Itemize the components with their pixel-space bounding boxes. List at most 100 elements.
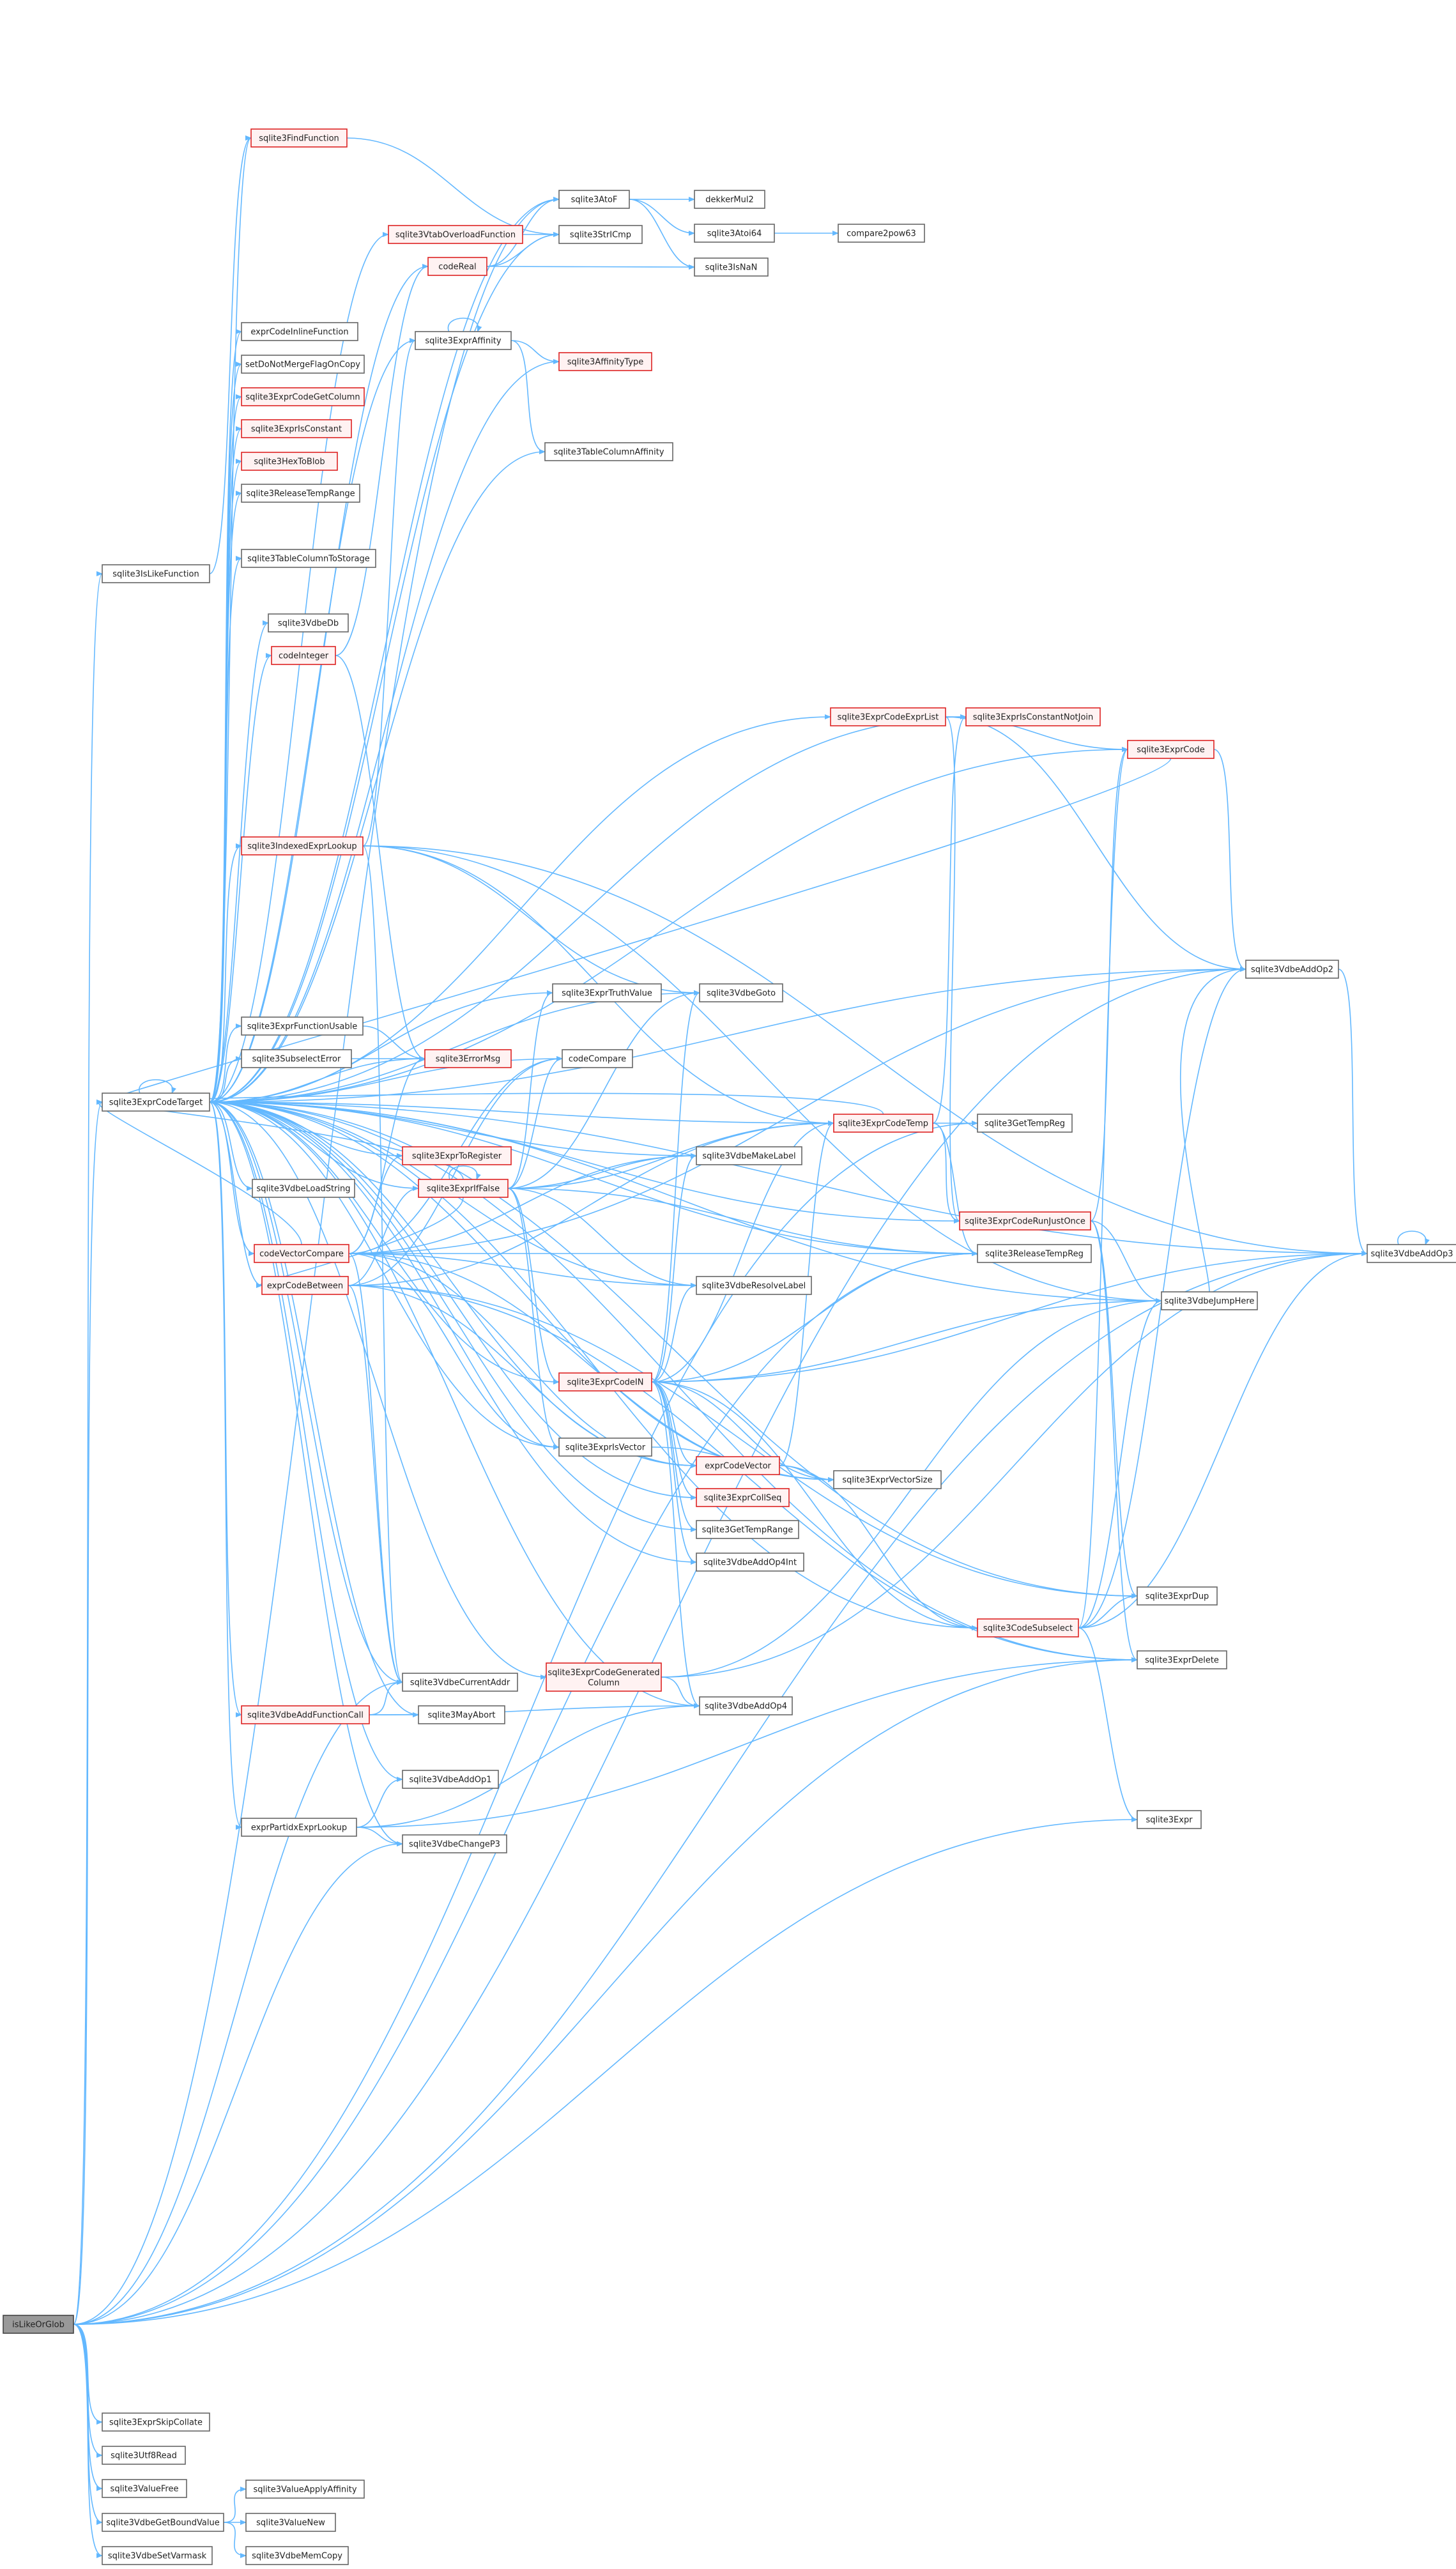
node-sqlite3ExprCollSeq[interactable]: sqlite3ExprCollSeq (696, 1488, 790, 1507)
node-exprCodeVector[interactable]: exprCodeVector (696, 1456, 780, 1475)
node-sqlite3FindFunction[interactable]: sqlite3FindFunction (250, 128, 348, 148)
node-compare2pow63[interactable]: compare2pow63 (838, 224, 925, 243)
node-label: sqlite3VdbeLoadString (257, 1185, 351, 1194)
edge-sqlite3ExprIfFalse-to-sqlite3ExprCodeIN (507, 1188, 560, 1384)
node-box (261, 1276, 349, 1295)
edge-sqlite3ExprCodeTarget-to-sqlite3CodeSubselect (209, 1101, 978, 1630)
node-sqlite3IndexedExprLookup[interactable]: sqlite3IndexedExprLookup (241, 836, 364, 855)
node-box (694, 224, 775, 243)
node-label: sqlite3AtoF (571, 196, 618, 205)
node-sqlite3IsLikeFunction[interactable]: sqlite3IsLikeFunction (102, 564, 210, 583)
node-sqlite3GetTempRange[interactable]: sqlite3GetTempRange (696, 1520, 799, 1539)
node-sqlite3VdbeAddOp4Int[interactable]: sqlite3VdbeAddOp4Int (696, 1553, 804, 1572)
node-sqlite3VdbeAddOp1[interactable]: sqlite3VdbeAddOp1 (402, 1770, 499, 1789)
node-sqlite3VdbeAddOp2[interactable]: sqlite3VdbeAddOp2 (1245, 960, 1339, 979)
node-sqlite3VdbeGetBoundValue[interactable]: sqlite3VdbeGetBoundValue (102, 2513, 224, 2532)
node-sqlite3VdbeMakeLabel[interactable]: sqlite3VdbeMakeLabel (696, 1146, 802, 1165)
node-sqlite3ExprAffinity[interactable]: sqlite3ExprAffinity (415, 331, 512, 350)
edge-sqlite3ExprCodeExprList-to-sqlite3ExprCodeRunJustOnce (945, 716, 960, 1223)
node-sqlite3ExprVectorSize[interactable]: sqlite3ExprVectorSize (833, 1470, 942, 1489)
node-codeCompare[interactable]: codeCompare (562, 1049, 633, 1068)
node-sqlite3Atoi64[interactable]: sqlite3Atoi64 (694, 224, 775, 243)
node-sqlite3ExprCodeGetColumn[interactable]: sqlite3ExprCodeGetColumn (241, 387, 365, 406)
node-exprCodeBetween[interactable]: exprCodeBetween (261, 1276, 349, 1295)
node-sqlite3ValueFree[interactable]: sqlite3ValueFree (102, 2479, 187, 2498)
node-sqlite3VdbeAddOp3[interactable]: sqlite3VdbeAddOp3 (1367, 1244, 1456, 1263)
node-sqlite3GetTempReg[interactable]: sqlite3GetTempReg (977, 1114, 1073, 1133)
node-sqlite3ReleaseTempRange[interactable]: sqlite3ReleaseTempRange (241, 484, 360, 503)
node-sqlite3VdbeChangeP3[interactable]: sqlite3VdbeChangeP3 (402, 1834, 507, 1853)
node-sqlite3VdbeAddFunctionCall[interactable]: sqlite3VdbeAddFunctionCall (241, 1705, 370, 1724)
node-sqlite3ExprIsConstantNotJoin[interactable]: sqlite3ExprIsConstantNotJoin (965, 707, 1101, 726)
node-sqlite3VdbeJumpHere[interactable]: sqlite3VdbeJumpHere (1161, 1291, 1258, 1310)
node-box (250, 128, 348, 148)
node-sqlite3ExprTruthValue[interactable]: sqlite3ExprTruthValue (552, 983, 662, 1002)
node-label: sqlite3ExprToRegister (412, 1152, 502, 1162)
node-sqlite3CodeSubselect[interactable]: sqlite3CodeSubselect (977, 1618, 1079, 1637)
edge-sqlite3ExprCodeTarget-to-sqlite3TableColumnToStorage (209, 556, 242, 1103)
node-sqlite3ExprDelete[interactable]: sqlite3ExprDelete (1137, 1650, 1227, 1669)
node-dekkerMul2[interactable]: dekkerMul2 (694, 190, 765, 209)
node-sqlite3StrICmp[interactable]: sqlite3StrICmp (558, 225, 643, 244)
node-sqlite3ValueNew[interactable]: sqlite3ValueNew (245, 2513, 336, 2532)
node-sqlite3ExprCodeRunJustOnce[interactable]: sqlite3ExprCodeRunJustOnce (959, 1211, 1091, 1231)
node-sqlite3VdbeMemCopy[interactable]: sqlite3VdbeMemCopy (245, 2546, 349, 2565)
node-sqlite3VdbeDb[interactable]: sqlite3VdbeDb (268, 613, 349, 633)
edge-sqlite3ExprIfFalse-to-codeCompare (507, 1056, 563, 1189)
node-box (833, 1470, 942, 1489)
node-sqlite3AffinityType[interactable]: sqlite3AffinityType (558, 352, 652, 371)
node-sqlite3ReleaseTempReg[interactable]: sqlite3ReleaseTempReg (977, 1244, 1092, 1263)
node-label: codeVectorCompare (259, 1250, 344, 1259)
node-sqlite3ExprToRegister[interactable]: sqlite3ExprToRegister (402, 1146, 512, 1165)
node-sqlite3TableColumnToStorage[interactable]: sqlite3TableColumnToStorage (241, 549, 376, 568)
node-sqlite3VdbeCurrentAddr[interactable]: sqlite3VdbeCurrentAddr (402, 1673, 518, 1692)
node-codeVectorCompare[interactable]: codeVectorCompare (254, 1244, 349, 1263)
node-sqlite3ExprIfFalse[interactable]: sqlite3ExprIfFalse (418, 1179, 509, 1198)
node-label: sqlite3ExprCode (1137, 746, 1204, 755)
node-sqlite3VtabOverloadFunction[interactable]: sqlite3VtabOverloadFunction (388, 225, 523, 244)
node-setDoNotMergeFlagOnCopy[interactable]: setDoNotMergeFlagOnCopy (241, 355, 365, 374)
node-sqlite3TableColumnAffinity[interactable]: sqlite3TableColumnAffinity (544, 442, 673, 461)
node-sqlite3ExprCode[interactable]: sqlite3ExprCode (1127, 740, 1215, 759)
node-label: sqlite3AffinityType (567, 358, 644, 367)
node-sqlite3ExprCodeTemp[interactable]: sqlite3ExprCodeTemp (833, 1114, 933, 1133)
node-sqlite3ExprIsVector[interactable]: sqlite3ExprIsVector (558, 1438, 652, 1457)
node-sqlite3Utf8Read[interactable]: sqlite3Utf8Read (102, 2446, 186, 2465)
node-sqlite3VdbeSetVarmask[interactable]: sqlite3VdbeSetVarmask (102, 2546, 213, 2565)
node-sqlite3Expr[interactable]: sqlite3Expr (1137, 1810, 1202, 1829)
node-box (552, 983, 662, 1002)
node-sqlite3ExprDup[interactable]: sqlite3ExprDup (1137, 1586, 1218, 1606)
node-exprCodeInlineFunction[interactable]: exprCodeInlineFunction (241, 322, 358, 341)
node-sqlite3VdbeAddOp4[interactable]: sqlite3VdbeAddOp4 (699, 1696, 793, 1715)
node-sqlite3MayAbort[interactable]: sqlite3MayAbort (418, 1705, 505, 1724)
node-codeReal[interactable]: codeReal (427, 257, 487, 276)
node-isLikeOrGlob[interactable]: isLikeOrGlob (3, 2315, 74, 2334)
node-sqlite3AtoF[interactable]: sqlite3AtoF (558, 190, 630, 209)
node-sqlite3VdbeResolveLabel[interactable]: sqlite3VdbeResolveLabel (696, 1276, 812, 1295)
node-sqlite3ExprFunctionUsable[interactable]: sqlite3ExprFunctionUsable (241, 1016, 364, 1036)
node-label: sqlite3SubselectError (252, 1055, 341, 1064)
edge-sqlite3ExprCodeTarget-to-sqlite3ExprIsConstantNotJoin (209, 714, 967, 1103)
edge-sqlite3ExprCodeIN-to-sqlite3VdbeJumpHere (651, 1298, 1162, 1383)
node-sqlite3VdbeLoadString[interactable]: sqlite3VdbeLoadString (252, 1179, 355, 1198)
node-sqlite3ExprCodeExprList[interactable]: sqlite3ExprCodeExprList (830, 707, 946, 726)
node-sqlite3SubselectError[interactable]: sqlite3SubselectError (241, 1049, 352, 1068)
node-label: sqlite3GetTempRange (702, 1526, 793, 1535)
edge-exprCodeBetween-to-codeCompare (348, 1056, 563, 1286)
edge-codeReal-to-sqlite3IsNaN (486, 264, 695, 270)
edge-sqlite3CodeSubselect-to-sqlite3VdbeJumpHere (1078, 1298, 1162, 1629)
node-sqlite3VdbeGoto[interactable]: sqlite3VdbeGoto (699, 983, 783, 1002)
node-box (252, 1179, 355, 1198)
node-sqlite3HexToBlob[interactable]: sqlite3HexToBlob (241, 452, 338, 471)
node-sqlite3ExprSkipCollate[interactable]: sqlite3ExprSkipCollate (102, 2412, 210, 2432)
node-sqlite3IsNaN[interactable]: sqlite3IsNaN (694, 257, 769, 277)
node-codeInteger[interactable]: codeInteger (271, 646, 336, 665)
node-sqlite3ValueApplyAffinity[interactable]: sqlite3ValueApplyAffinity (245, 2480, 365, 2499)
node-sqlite3ExprCodeTarget[interactable]: sqlite3ExprCodeTarget (102, 1093, 210, 1112)
edge-isLikeOrGlob-to-sqlite3GetTempReg (73, 1121, 978, 2325)
node-exprPartidxExprLookup[interactable]: exprPartidxExprLookup (241, 1818, 357, 1837)
node-sqlite3ExprIsConstant[interactable]: sqlite3ExprIsConstant (241, 419, 352, 438)
node-sqlite3ErrorMsg[interactable]: sqlite3ErrorMsg (424, 1049, 512, 1068)
node-sqlite3ExprCodeIN[interactable]: sqlite3ExprCodeIN (558, 1372, 652, 1392)
